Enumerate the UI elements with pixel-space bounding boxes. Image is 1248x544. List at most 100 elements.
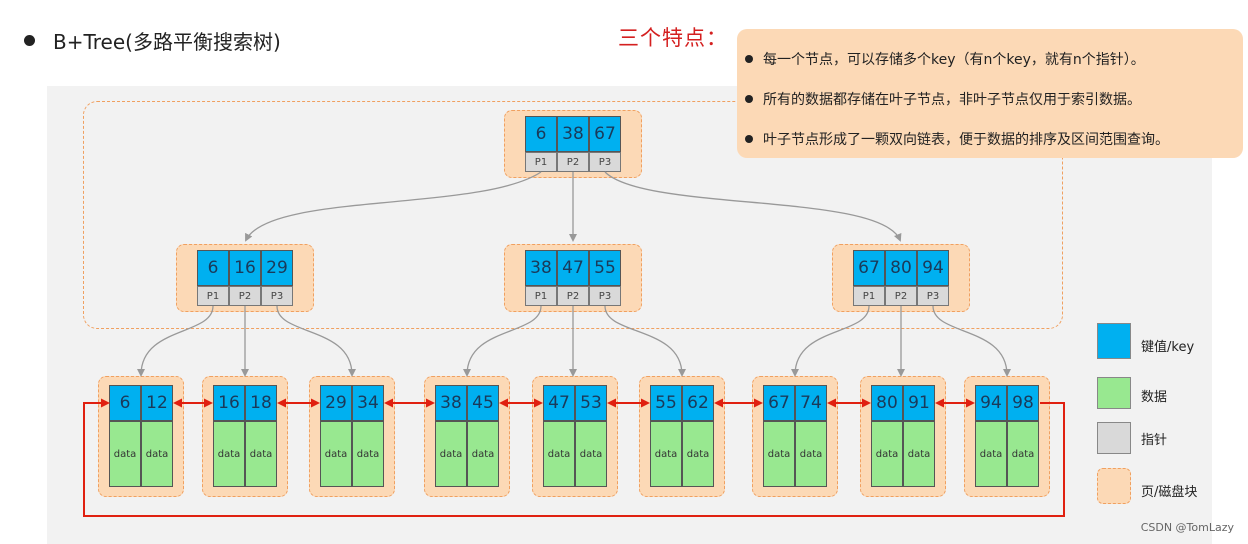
data-cell: data [141,421,173,487]
tree-arrow [604,305,686,377]
feature-text: 所有的数据都存储在叶子节点，非叶子节点仅用于索引数据。 [763,91,1141,108]
pointer-cell: P3 [589,152,621,172]
pointer-cell: P1 [853,286,885,306]
key-cell: 67 [853,250,885,286]
pointer-cell: P2 [229,286,261,306]
pointer-cell: P2 [557,286,589,306]
page-title: B+Tree(多路平衡搜索树) [53,30,281,54]
legend-swatch-page [1097,468,1131,504]
key-cell: 80 [871,385,903,421]
tree-arrow [276,305,356,377]
legend-swatch-pointer [1097,422,1131,454]
feature-item: 每一个节点，可以存储多个key（有n个key，就有n个指针）。 [745,49,1243,68]
legend-label-page: 页/磁盘块 [1141,485,1198,500]
key-cell: 47 [543,385,575,421]
key-cell: 38 [435,385,467,421]
pointer-cell: P3 [589,286,621,306]
data-cell: data [467,421,499,487]
data-cell: data [213,421,245,487]
feature-text: 叶子节点形成了一颗双向链表，便于数据的排序及区间范围查询。 [763,131,1169,148]
pointer-cell: P1 [197,286,229,306]
key-cell: 74 [795,385,827,421]
key-cell: 6 [197,250,229,286]
tree-arrow [604,171,902,242]
data-cell: data [871,421,903,487]
leaf-wrap-link [83,398,1065,517]
data-cell: data [763,421,795,487]
tree-arrow [245,171,542,242]
data-cell: data [903,421,935,487]
bullet-icon [745,94,753,103]
key-cell: 45 [467,385,499,421]
legend-label-pointer: 指针 [1141,433,1168,448]
key-cell: 29 [261,250,293,286]
data-cell: data [320,421,352,487]
key-cell: 55 [589,250,621,286]
data-cell: data [109,421,141,487]
data-cell: data [650,421,682,487]
pointer-cell: P1 [525,286,557,306]
data-cell: data [245,421,277,487]
key-cell: 29 [320,385,352,421]
data-cell: data [975,421,1007,487]
feature-item: 叶子节点形成了一颗双向链表，便于数据的排序及区间范围查询。 [745,129,1243,148]
key-cell: 34 [352,385,384,421]
tree-arrow [932,305,1011,377]
key-cell: 6 [109,385,141,421]
legend-label-key: 键值/key [1141,340,1195,355]
pointer-cell: P3 [261,286,293,306]
feature-item: 所有的数据都存储在叶子节点，非叶子节点仅用于索引数据。 [745,89,1243,108]
key-cell: 55 [650,385,682,421]
pointer-cell: P1 [525,152,557,172]
key-cell: 98 [1007,385,1039,421]
key-cell: 38 [525,250,557,286]
key-cell: 80 [885,250,917,286]
feature-text: 每一个节点，可以存储多个key（有n个key，就有n个指针）。 [763,51,1145,68]
bullet-icon [745,134,753,143]
pointer-cell: P3 [917,286,949,306]
key-cell: 6 [525,116,557,152]
tree-arrow [791,305,870,377]
data-cell: data [352,421,384,487]
watermark: CSDN @TomLazy [1140,521,1234,534]
key-cell: 38 [557,116,589,152]
features-heading: 三个特点： [618,26,728,50]
bullet-icon [745,54,753,63]
data-cell: data [682,421,714,487]
